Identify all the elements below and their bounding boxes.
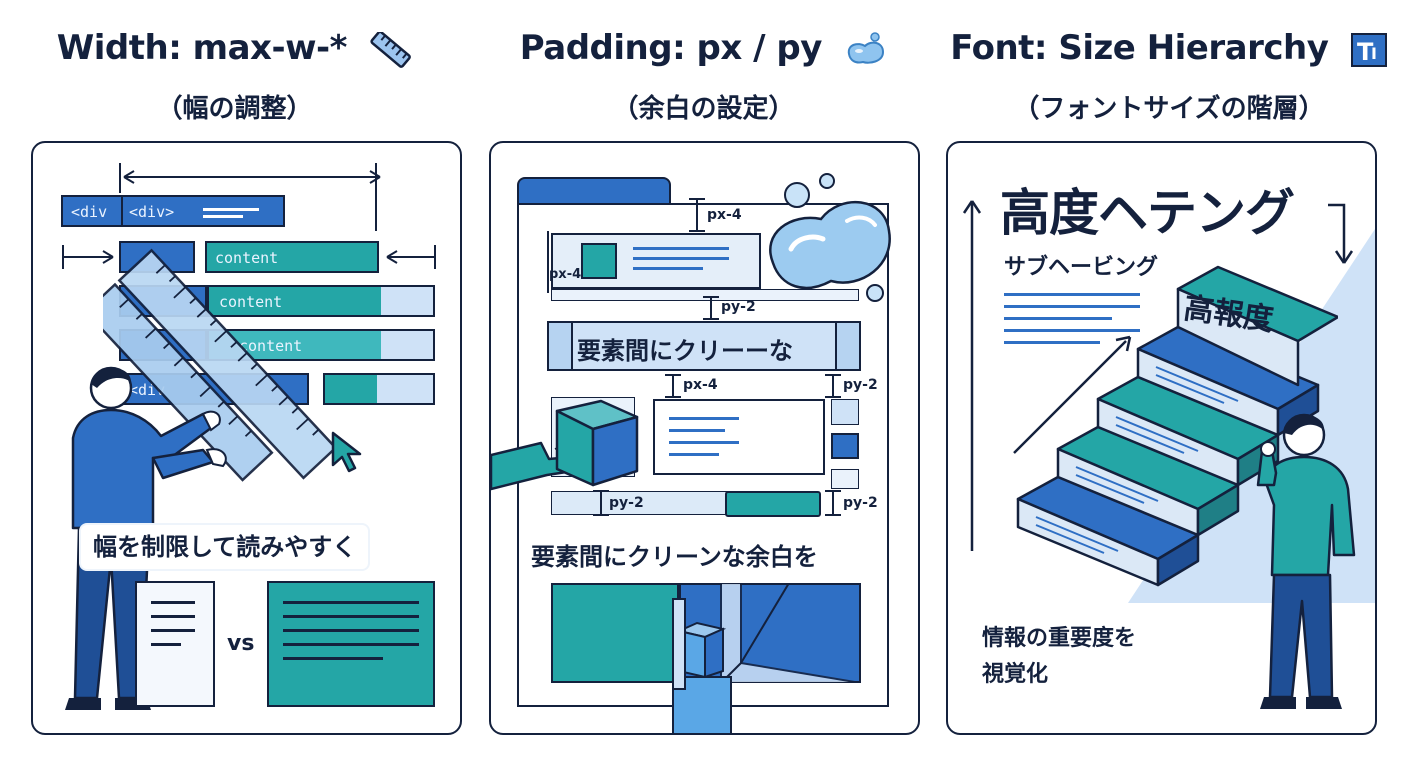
- body-line: [1004, 293, 1140, 296]
- corner-down-arrow: [1328, 203, 1354, 264]
- div-row-1: <div <div>: [61, 195, 285, 227]
- padding-title: Padding: px / py: [469, 28, 938, 68]
- width-measure-arrow: [119, 163, 381, 231]
- svg-text:T: T: [1357, 38, 1374, 66]
- content-label: content: [219, 293, 283, 311]
- water-blob-illustration: [769, 173, 891, 302]
- content-block-1: content: [205, 241, 379, 273]
- text-line: [203, 208, 259, 211]
- content-block-4: [323, 373, 435, 405]
- px-label-top: px-4: [707, 207, 742, 223]
- ruler-illustration: [103, 248, 333, 482]
- px-marker-mid: [665, 374, 681, 398]
- py-marker-3: [593, 490, 609, 516]
- ruler-icon: [368, 31, 412, 68]
- width-subtitle: （幅の調整）: [156, 94, 313, 124]
- cube-with-hand: [491, 399, 639, 491]
- svg-text:I: I: [1371, 44, 1376, 63]
- cursor-icon: [331, 431, 362, 473]
- font-title: Font: Size Hierarchy T I: [930, 28, 1408, 68]
- py-label-2: py-2: [843, 377, 878, 393]
- body-line: [1004, 329, 1140, 332]
- width-caption: 幅を制限して読みやすく: [81, 525, 369, 569]
- px-marker-top: [689, 198, 705, 232]
- py-marker-4: [825, 490, 841, 516]
- hierarchy-up-arrow: [962, 200, 982, 551]
- font-caption: 情報の重要度を 視覚化: [982, 621, 1136, 693]
- width-panel: <div <div> content content content <div: [31, 141, 462, 735]
- content-block-2: content: [207, 285, 435, 317]
- card-thumbnail: [581, 243, 617, 279]
- py-marker-1: [703, 296, 719, 320]
- body-line: [1004, 341, 1100, 344]
- padding-panel: px-4 px-4 py-2 要素間にクリーーな px-4: [489, 141, 920, 735]
- text-card: [653, 399, 825, 475]
- py-marker-2: [825, 374, 841, 398]
- staircase-illustration: [1016, 265, 1338, 587]
- bottom-block-left: [551, 583, 679, 683]
- right-inset-arrow: [386, 245, 436, 269]
- font-caption-line-1: 情報の重要度を: [982, 626, 1137, 651]
- py-label-1: py-2: [721, 299, 756, 315]
- div-tag: <div: [71, 203, 108, 221]
- vs-label: vs: [227, 631, 255, 656]
- font-panel: 高度ヘテング サブヘービング: [946, 141, 1377, 735]
- content-block-3: content: [207, 329, 435, 361]
- font-caption-line-2: 視覚化: [982, 662, 1049, 687]
- thinking-person: [1256, 413, 1356, 709]
- padded-card: [551, 233, 761, 289]
- window-tab: [517, 177, 671, 205]
- width-title-text: Width: max-w-*: [56, 28, 348, 68]
- left-inset-arrow: [62, 245, 114, 269]
- text-line: [203, 215, 243, 218]
- padding-subtitle: （余白の設定）: [612, 94, 795, 124]
- py-label-3: py-2: [609, 495, 644, 511]
- large-heading: 高度ヘテング: [1000, 184, 1295, 242]
- divider: [121, 197, 123, 225]
- text-size-icon: T I: [1350, 32, 1388, 68]
- px-label-left: px-4: [549, 267, 582, 282]
- div-tag: <div>: [129, 203, 175, 221]
- teal-button: [725, 491, 821, 517]
- py-label-4: py-2: [843, 495, 878, 511]
- heading-bar-text: 要素間にクリーーな: [577, 337, 793, 365]
- px-marker-left: [547, 231, 549, 293]
- narrow-text-block: [135, 581, 215, 707]
- body-line: [1004, 305, 1140, 308]
- font-subtitle: （フォントサイズの階層）: [1013, 94, 1325, 124]
- content-label: content: [239, 337, 303, 355]
- growth-arrow: [1013, 335, 1132, 454]
- width-title: Width: max-w-*: [0, 28, 469, 68]
- font-title-text: Font: Size Hierarchy: [950, 28, 1329, 68]
- water-drop-icon: [843, 31, 887, 68]
- person-with-cube: [672, 598, 732, 733]
- sub-heading: サブヘービング: [1004, 255, 1159, 280]
- content-label: content: [215, 249, 279, 267]
- px-label-mid: px-4: [683, 377, 718, 393]
- padding-caption: 要素間にクリーンな余白を: [531, 543, 818, 571]
- body-line: [1004, 317, 1112, 320]
- heading-bar: 要素間にクリーーな: [547, 321, 861, 371]
- padding-title-text: Padding: px / py: [519, 28, 823, 68]
- person-holding-ruler: [65, 366, 227, 710]
- wide-text-block: [267, 581, 435, 707]
